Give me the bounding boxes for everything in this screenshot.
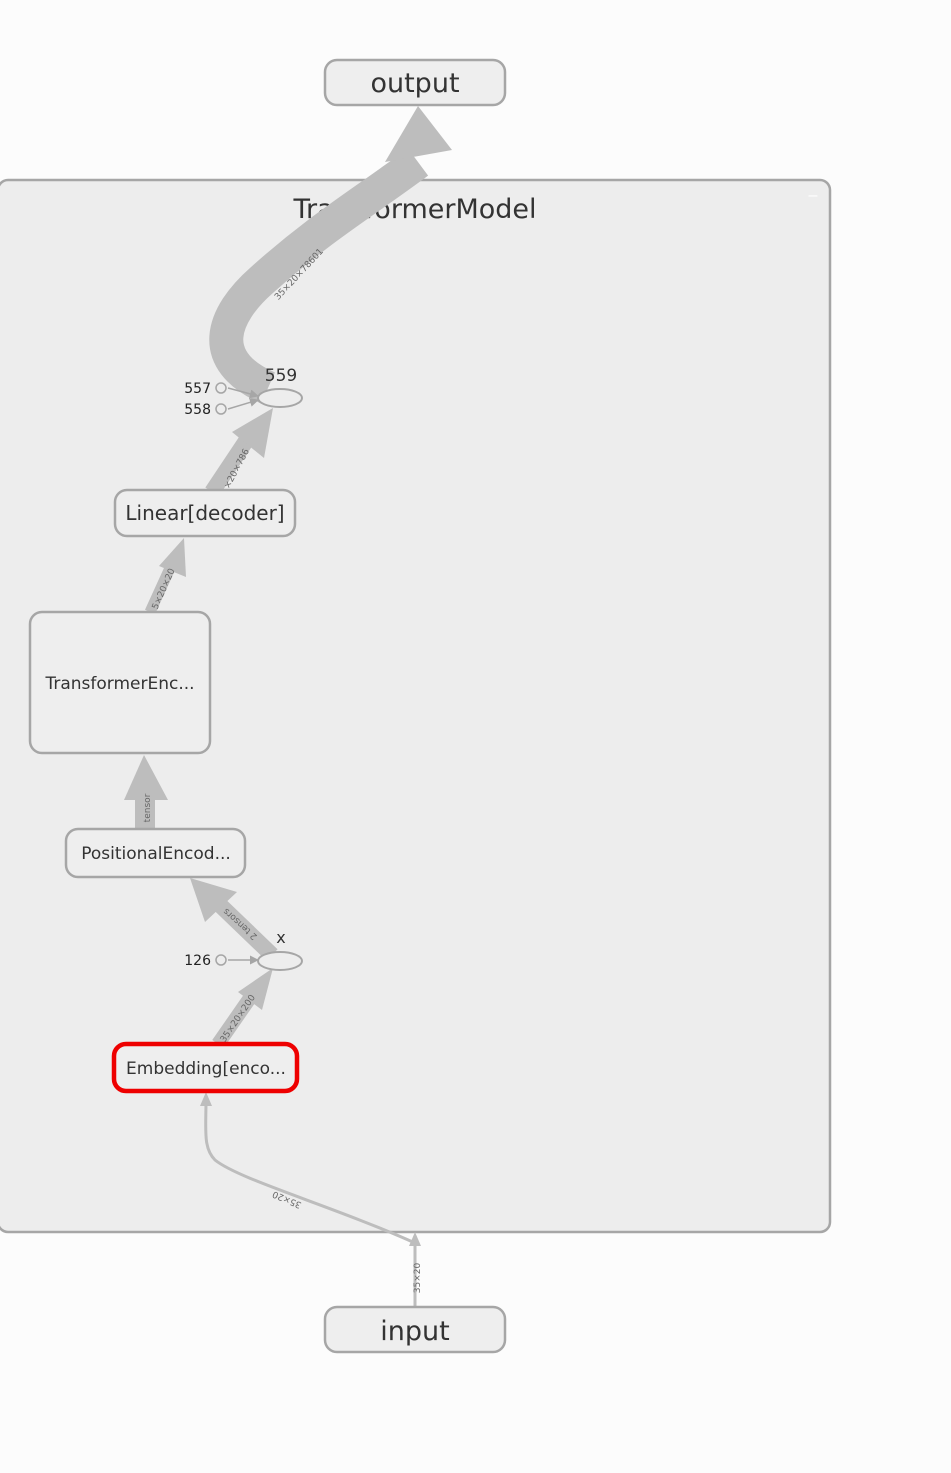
edge-label-input-stem: 35×20 xyxy=(413,1263,423,1294)
constant-126[interactable]: 126 xyxy=(184,953,227,969)
constant-557-label: 557 xyxy=(184,381,211,397)
constant-558-label: 558 xyxy=(184,402,211,418)
op-node-559[interactable]: 559 xyxy=(257,366,303,408)
collapse-icon[interactable]: – xyxy=(809,187,818,204)
constant-edges xyxy=(227,387,259,965)
node-input[interactable]: input xyxy=(323,1305,507,1354)
edge-label-posenc-to-encoder: tensor xyxy=(143,793,153,822)
node-input-label: input xyxy=(380,1316,449,1347)
constant-557[interactable]: 557 xyxy=(184,381,227,397)
node-linear-decoder[interactable]: Linear[decoder] xyxy=(113,488,297,538)
op-node-559-label: 559 xyxy=(265,366,297,386)
constant-126-label: 126 xyxy=(184,953,211,969)
edge-op559-to-output: 35×20×78601 xyxy=(209,106,452,404)
op-node-x-label: x xyxy=(276,928,285,947)
node-transformer-encoder-label: TransformerEnc... xyxy=(44,674,194,694)
node-output[interactable]: output xyxy=(323,58,507,107)
constant-558[interactable]: 558 xyxy=(184,402,227,418)
op-node-x[interactable]: x xyxy=(257,928,303,971)
edge-posenc-to-encoder: tensor xyxy=(124,755,168,828)
node-positional-encoding-label: PositionalEncod... xyxy=(81,844,231,864)
edge-opx-to-posenc: 2 tensors xyxy=(190,878,278,961)
node-embedding-encoder-label: Embedding[enco... xyxy=(126,1059,286,1079)
node-linear-decoder-label: Linear[decoder] xyxy=(125,501,284,525)
node-positional-encoding[interactable]: PositionalEncod... xyxy=(64,827,247,879)
node-embedding-encoder[interactable]: Embedding[enco... xyxy=(111,1041,300,1094)
node-output-label: output xyxy=(370,68,459,99)
edge-input-stem: 35×20 xyxy=(409,1232,423,1306)
node-transformer-encoder[interactable]: TransformerEnc... xyxy=(28,610,212,755)
